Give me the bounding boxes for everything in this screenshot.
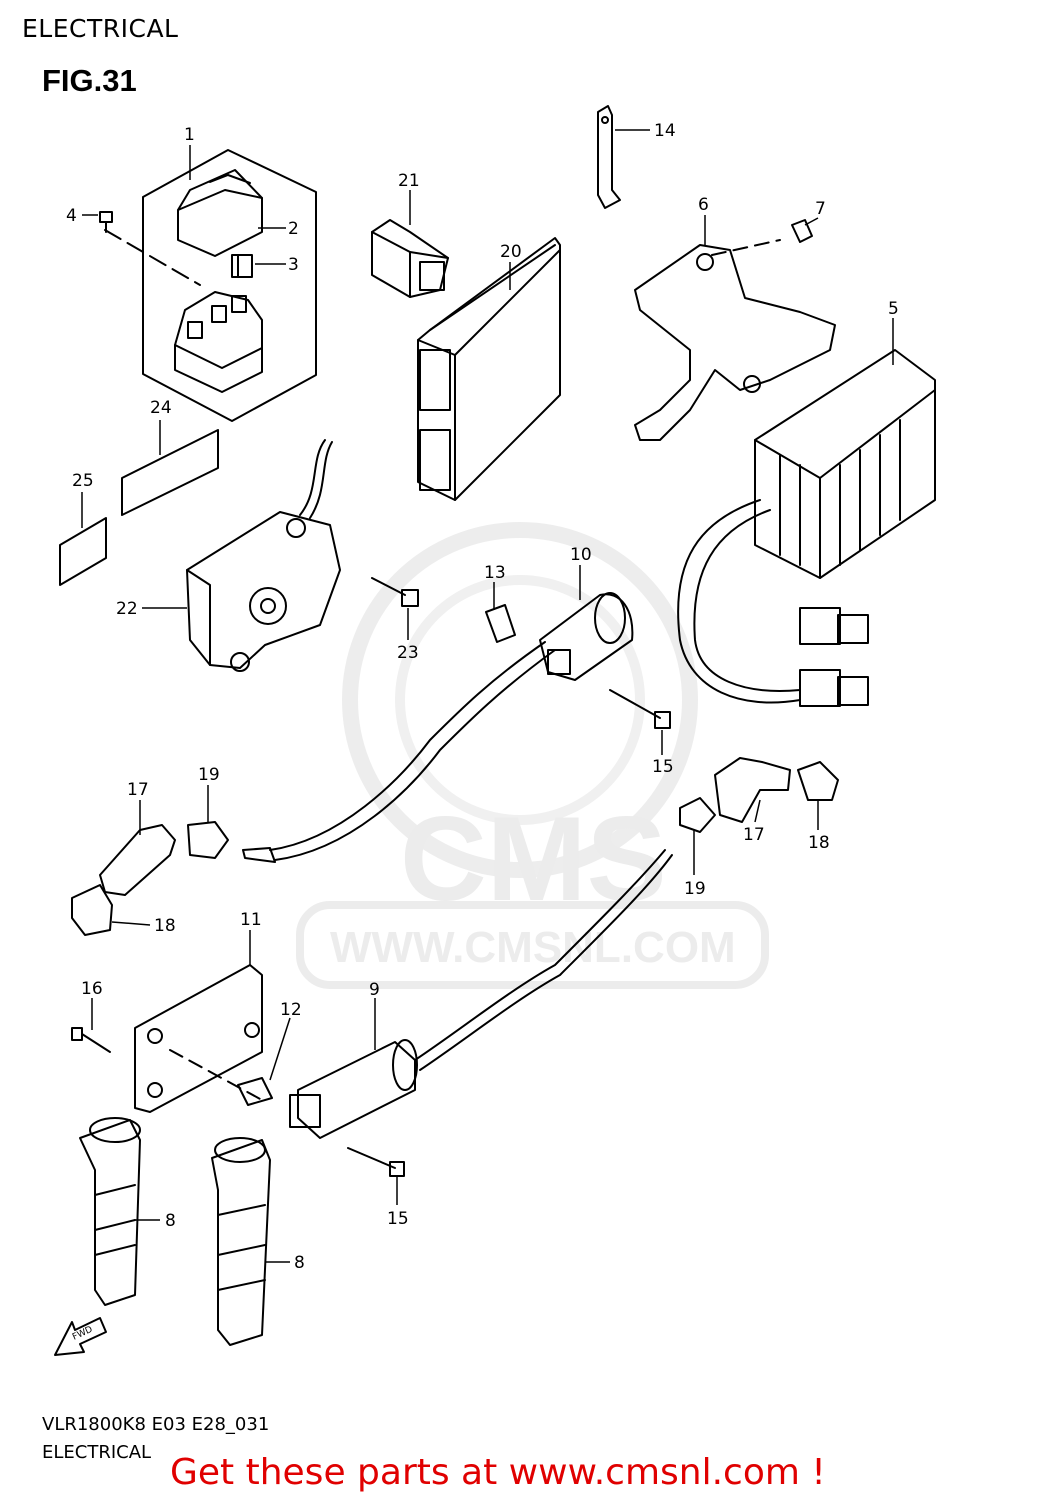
callout-6: 6 (698, 195, 709, 215)
callout-23: 23 (397, 643, 419, 663)
promo-link[interactable]: Get these parts at www.cmsnl.com ! (170, 1452, 826, 1493)
callout-17a: 17 (127, 780, 149, 800)
callout-7: 7 (815, 199, 826, 219)
strap-14 (597, 105, 621, 209)
model-code: VLR1800K8 E03 E28_031 (42, 1414, 270, 1435)
callout-15b: 15 (387, 1209, 409, 1229)
plug-cap-17-left (71, 821, 229, 936)
callout-10: 10 (570, 545, 592, 565)
callout-13: 13 (484, 563, 506, 583)
plug-cap-17-right (679, 757, 839, 833)
callout-15a: 15 (652, 757, 674, 777)
callout-25: 25 (72, 471, 94, 491)
bracket-6 (634, 219, 836, 441)
callout-9: 9 (369, 980, 380, 1000)
callout-8b: 8 (294, 1253, 305, 1273)
ecm-unit-20 (417, 237, 561, 501)
callout-20: 20 (500, 242, 522, 262)
ignition-coil-10 (242, 592, 671, 863)
callout-4: 4 (66, 206, 77, 226)
callout-16: 16 (81, 979, 103, 999)
fwd-arrow-icon (54, 1317, 107, 1356)
callout-22: 22 (116, 599, 138, 619)
callout-11: 11 (240, 910, 262, 930)
callout-21: 21 (398, 171, 420, 191)
callout-2: 2 (288, 219, 299, 239)
plug-coil-8-left (79, 1117, 141, 1306)
callout-3: 3 (288, 255, 299, 275)
section-title: ELECTRICAL (22, 14, 179, 43)
watermark-url: WWW.CMSNL.COM (330, 923, 736, 972)
regulator-rectifier-5 (677, 349, 936, 707)
plug-coil-8-right (211, 1137, 271, 1346)
watermark: CMS WWW.CMSNL.COM (296, 522, 769, 989)
callout-24: 24 (150, 398, 172, 418)
callout-19a: 19 (198, 765, 220, 785)
callout-19b: 19 (684, 879, 706, 899)
callout-numbers: 1 2 3 4 5 6 7 8 8 9 10 11 12 13 14 15 15… (66, 121, 899, 1273)
figure-label: FIG.31 (42, 63, 137, 98)
ignition-coil-9 (289, 849, 673, 1177)
callout-18b: 18 (808, 833, 830, 853)
callout-17b: 17 (743, 825, 765, 845)
starter-relay-group (99, 149, 317, 422)
section-name-footer: ELECTRICAL (42, 1442, 152, 1463)
callout-18a: 18 (154, 916, 176, 936)
connector-21 (371, 219, 449, 298)
sensor-22 (186, 439, 419, 672)
callout-12: 12 (280, 1000, 302, 1020)
callout-5: 5 (888, 299, 899, 319)
callout-8a: 8 (165, 1211, 176, 1231)
label-sticker-24 (121, 429, 219, 516)
callout-14: 14 (654, 121, 676, 141)
callout-1: 1 (184, 125, 195, 145)
label-sticker-25 (59, 517, 107, 586)
